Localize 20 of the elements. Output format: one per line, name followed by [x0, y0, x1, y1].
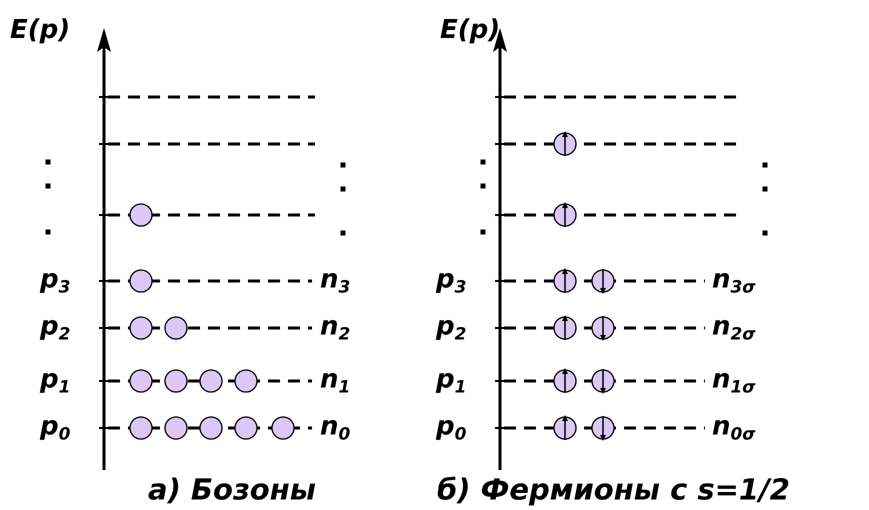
momentum-label: p$_{1}$ — [40, 366, 70, 396]
occupation-label: n$_{1σ}$ — [712, 366, 756, 396]
momentum-label: p$_{3}$ — [40, 266, 70, 296]
momentum-label: p$_{3}$ — [436, 266, 466, 296]
panel-caption: а) Бозоны — [148, 476, 316, 504]
occupation-label: n$_{2}$ — [320, 314, 350, 342]
axis-label: E(p) — [440, 17, 500, 43]
axis-label: E(p) — [10, 17, 70, 43]
panel-caption: б) Фермионы с s=1/2 — [437, 476, 790, 504]
occupation-label: n$_{3}$ — [320, 266, 350, 296]
occupation-label: n$_{3σ}$ — [712, 266, 756, 296]
momentum-label: p$_{2}$ — [436, 314, 466, 342]
occupation-label: n$_{2σ}$ — [712, 314, 756, 342]
occupation-label: n$_{0}$ — [320, 414, 350, 442]
momentum-label: p$_{0}$ — [436, 414, 466, 442]
momentum-label: p$_{1}$ — [436, 366, 466, 396]
momentum-label: p$_{0}$ — [40, 414, 70, 442]
occupation-label: n$_{1}$ — [320, 366, 350, 396]
occupation-label: n$_{0σ}$ — [712, 414, 756, 442]
momentum-label: p$_{2}$ — [40, 314, 70, 342]
